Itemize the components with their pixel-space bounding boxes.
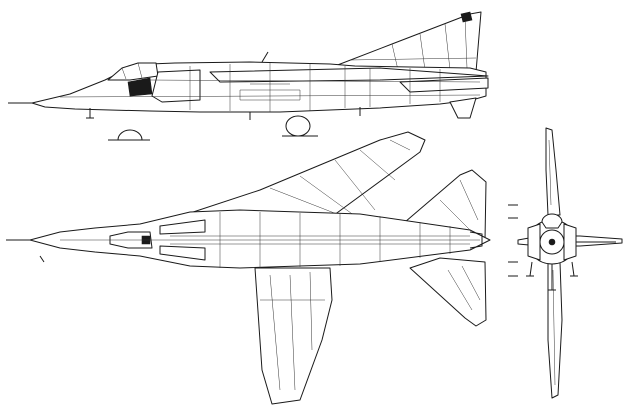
top-stabilizer-lower	[409, 257, 487, 327]
side-ventral-fin	[449, 97, 477, 119]
front-vertical-fin	[545, 127, 561, 216]
side-air-intake	[151, 69, 201, 103]
front-view	[517, 127, 623, 399]
side-canopy	[107, 62, 159, 81]
top-wing-upper	[174, 131, 426, 219]
top-view	[6, 131, 518, 405]
side-wheel-outline-front	[108, 129, 150, 141]
side-view	[8, 11, 489, 141]
top-wing-lower	[254, 267, 333, 405]
side-wheel-outline-main	[285, 115, 311, 137]
side-vertical-fin	[334, 11, 482, 73]
front-landing-gear	[526, 261, 578, 291]
